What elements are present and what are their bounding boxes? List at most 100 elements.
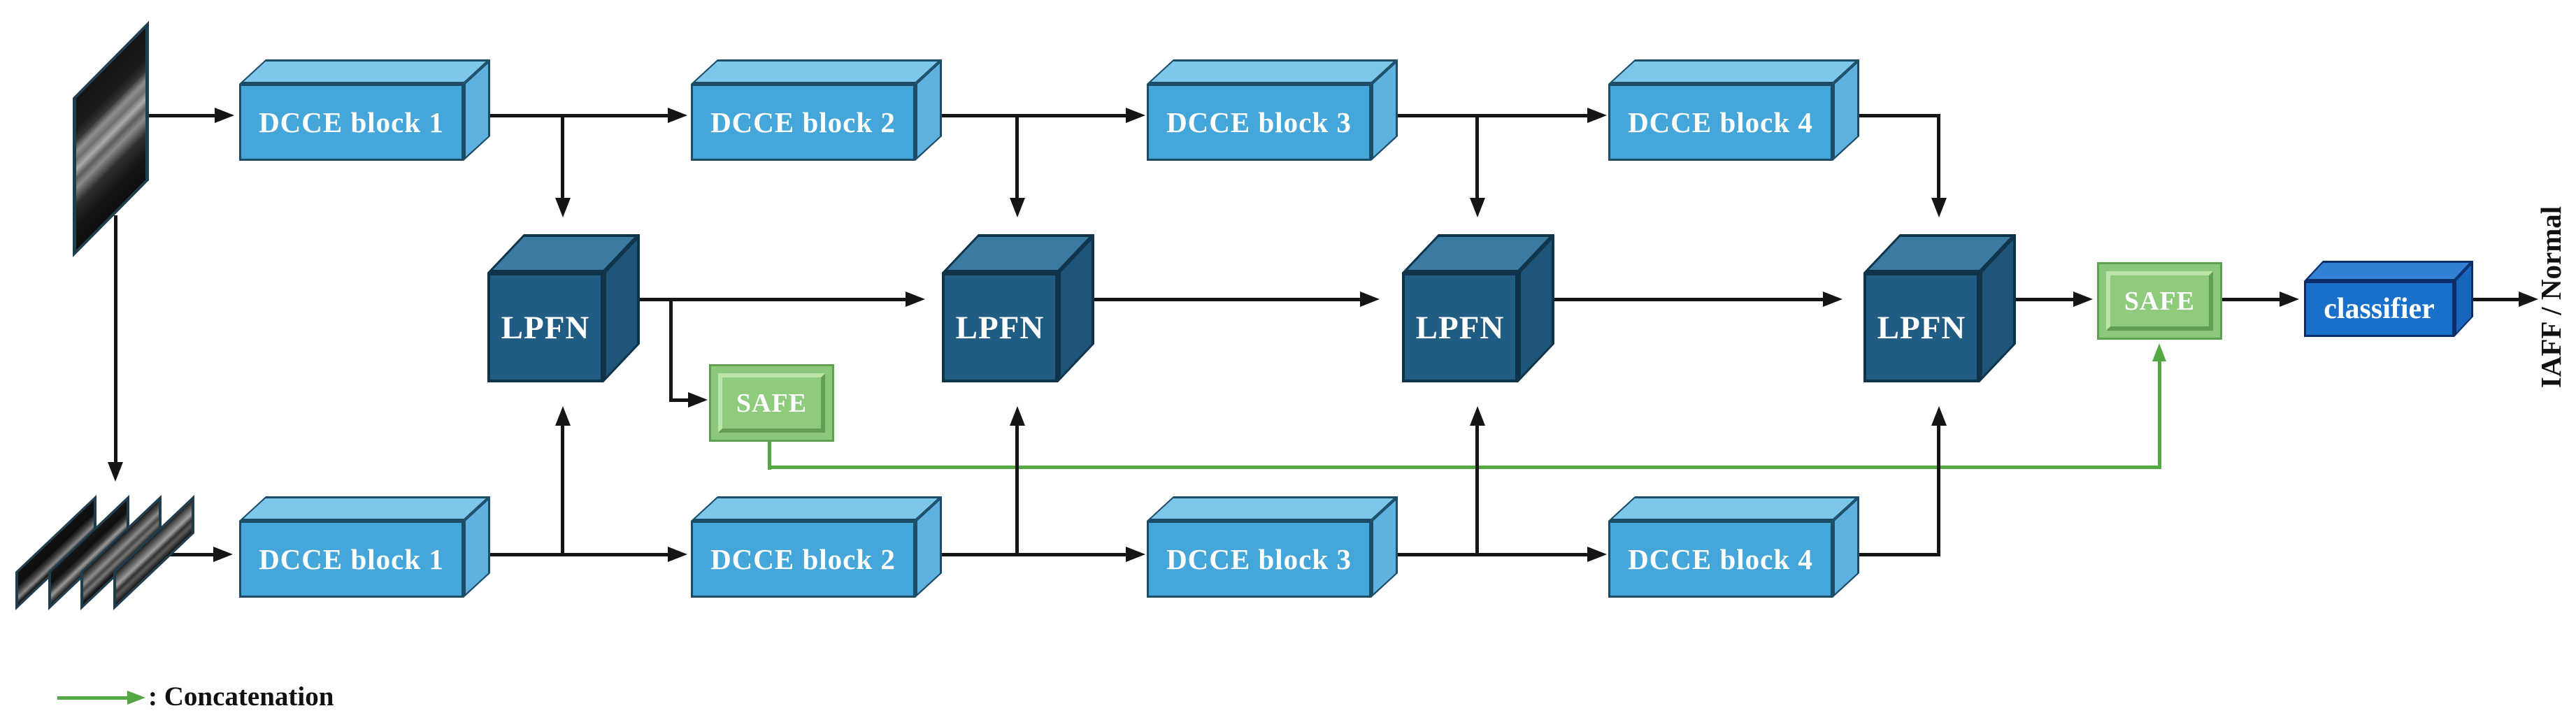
- lpfn-block-4: LPFN: [1863, 234, 2017, 384]
- connector-dcce1-dcce2-bottom: [490, 553, 671, 556]
- connector-lpfn4-safe: [2016, 298, 2076, 301]
- box-front-face: DCCE block 2: [691, 84, 915, 161]
- lpfn-block-label: LPFN: [1415, 309, 1505, 346]
- safe-final-block: SAFE: [2097, 262, 2222, 340]
- connector-dcce3-dcce4-bottom: [1398, 553, 1590, 556]
- dcce-block-label: DCCE block 3: [1166, 543, 1352, 575]
- legend-concat-arrow-line: [57, 696, 130, 700]
- concat-line-vertical-from-safe: [768, 442, 771, 470]
- lpfn-block-3: LPFN: [1402, 234, 1556, 384]
- connector-dcce3-dcce4-top: [1398, 114, 1590, 117]
- safe-label: SAFE: [736, 388, 808, 418]
- branch-up-lpfn4: [1937, 424, 1940, 556]
- dcce-block-label: DCCE block 3: [1166, 106, 1352, 138]
- connector-classifier-output: [2473, 298, 2521, 301]
- arrowhead-icon: [1126, 547, 1145, 562]
- box-top-face: [1147, 496, 1398, 521]
- dcce-block-label: DCCE block 1: [259, 106, 444, 138]
- connector-dcce2-dcce3-bottom: [942, 553, 1129, 556]
- arrowhead-icon: [1587, 108, 1607, 123]
- box-front-face: LPFN: [942, 273, 1058, 382]
- branch-up-lpfn3: [1475, 424, 1479, 556]
- branch-down-lpfn3: [1475, 114, 1479, 199]
- arrowhead-icon: [668, 547, 687, 562]
- dcce-block-bottom-1: DCCE block 1: [239, 496, 491, 598]
- lpfn-block-1: LPFN: [487, 234, 641, 384]
- branch-up-lpfn2: [1015, 424, 1019, 556]
- arrowhead-up-icon: [555, 406, 571, 426]
- concat-line-horizontal: [768, 466, 2161, 469]
- box-top-face: [1147, 59, 1398, 84]
- box-front-face: DCCE block 3: [1147, 84, 1371, 161]
- branch-down-lpfn2: [1015, 114, 1019, 199]
- connector-lpfn1-lpfn2: [640, 298, 908, 301]
- arrowhead-down-icon: [1931, 198, 1947, 217]
- dcce-block-label: DCCE block 1: [259, 543, 444, 575]
- box-top-face: [239, 59, 491, 84]
- lpfn-block-label: LPFN: [1877, 309, 1966, 346]
- connector-dcce4-elbow-top: [1859, 114, 1940, 117]
- arrowhead-down-icon: [108, 462, 123, 482]
- connector-lpfn3-lpfn4: [1554, 298, 1826, 301]
- arrowhead-down-icon: [1470, 198, 1485, 217]
- arrowhead-icon: [1126, 108, 1145, 123]
- dcce-block-top-4: DCCE block 4: [1608, 59, 1860, 161]
- dcce-block-bottom-3: DCCE block 3: [1147, 496, 1398, 598]
- legend-label: : Concatenation: [148, 682, 334, 712]
- arrowhead-down-icon: [555, 198, 571, 217]
- arrowhead-up-icon: [1010, 406, 1025, 426]
- lpfn-block-label: LPFN: [955, 309, 1045, 346]
- safe-button-face: SAFE: [718, 373, 825, 433]
- arrowhead-icon: [1360, 291, 1380, 307]
- box-front-face: classifier: [2304, 281, 2454, 337]
- dcce-block-bottom-2: DCCE block 2: [691, 496, 943, 598]
- safe-intermediate-block: SAFE: [709, 364, 834, 442]
- concat-arrowhead-up-icon: [2152, 343, 2166, 361]
- arrowhead-down-icon: [1010, 198, 1025, 217]
- connector-dcce4-elbow-bottom: [1859, 553, 1940, 556]
- arrowhead-icon: [668, 108, 687, 123]
- lpfn-block-label: LPFN: [501, 309, 590, 346]
- output-class-text: IAFF / Normal: [2535, 206, 2567, 389]
- safe-label: SAFE: [2124, 286, 2196, 316]
- safe-button-face: SAFE: [2106, 271, 2213, 331]
- dcce-block-label: DCCE block 4: [1628, 543, 1813, 575]
- box-front-face: DCCE block 3: [1147, 521, 1371, 598]
- dcce-block-top-3: DCCE block 3: [1147, 59, 1398, 161]
- box-front-face: DCCE block 1: [239, 521, 464, 598]
- arrowhead-icon: [688, 392, 708, 408]
- dcce-block-label: DCCE block 4: [1628, 106, 1813, 138]
- box-top-face: [691, 496, 943, 521]
- connector-image-to-dcce1-top: [149, 114, 216, 117]
- box-top-face: [1608, 59, 1860, 84]
- box-top-face: [691, 59, 943, 84]
- box-front-face: DCCE block 4: [1608, 84, 1833, 161]
- box-top-face: [2304, 261, 2474, 281]
- box-front-face: LPFN: [1402, 273, 1518, 382]
- branch-down-lpfn1: [561, 114, 564, 199]
- arrowhead-icon: [2280, 291, 2299, 307]
- connector-dcce1-dcce2-top: [490, 114, 671, 117]
- connector-safe-classifier: [2221, 298, 2282, 301]
- box-top-face: [1608, 496, 1860, 521]
- box-front-face: LPFN: [487, 273, 603, 382]
- connector-image-to-stack: [114, 215, 117, 463]
- classifier-block: classifier: [2304, 261, 2474, 338]
- dcce-block-top-2: DCCE block 2: [691, 59, 943, 161]
- box-top-face: [239, 496, 491, 521]
- concat-line-vertical-to-safe: [2158, 360, 2161, 469]
- dcce-block-top-1: DCCE block 1: [239, 59, 491, 161]
- dcce-block-label: DCCE block 2: [710, 106, 896, 138]
- branch-right-safe1: [669, 398, 691, 402]
- input-image-single: [73, 20, 149, 257]
- branch-down-safe1: [669, 298, 673, 402]
- arrowhead-icon: [906, 291, 925, 307]
- arrowhead-icon: [215, 108, 234, 123]
- connector-stack-to-dcce1-bottom: [149, 553, 216, 556]
- legend-concat-arrowhead-icon: [127, 691, 145, 705]
- dcce-block-label: DCCE block 2: [710, 543, 896, 575]
- arrowhead-icon: [1587, 547, 1607, 562]
- arrowhead-up-icon: [1470, 406, 1485, 426]
- connector-lpfn2-lpfn3: [1094, 298, 1363, 301]
- dcce-block-bottom-4: DCCE block 4: [1608, 496, 1860, 598]
